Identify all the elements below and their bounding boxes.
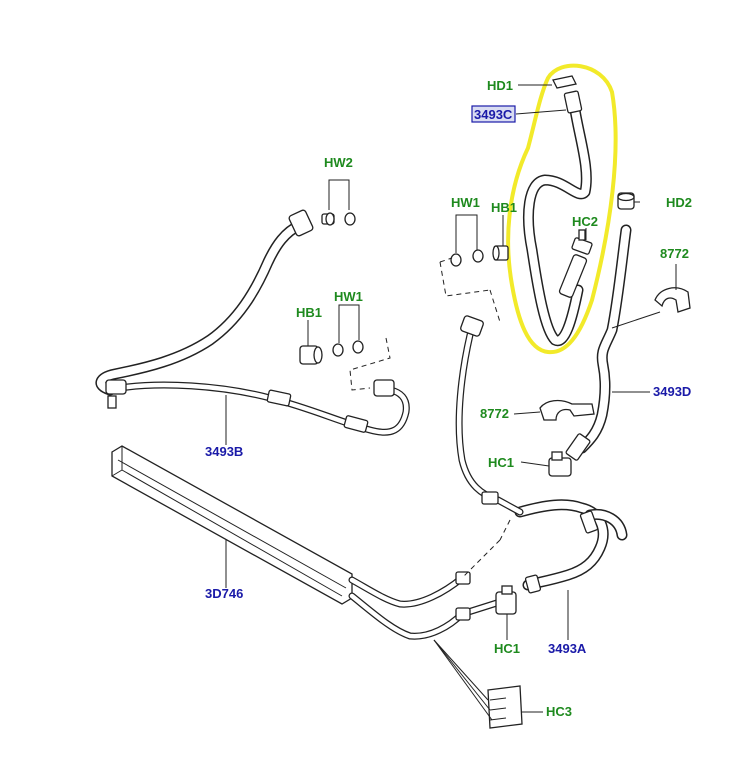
clip-hc1-bot — [495, 585, 517, 615]
clip-hc2 — [571, 229, 593, 255]
label-3493b: 3493B — [205, 444, 243, 459]
label-3493c-box — [471, 105, 516, 123]
label-hc1-mid: HC1 — [488, 455, 514, 470]
highlight-outline — [506, 63, 618, 355]
label-hw2: HW2 — [324, 155, 353, 170]
label-hd2: HD2 — [666, 195, 692, 210]
leader-lines — [225, 84, 677, 721]
label-hw1-top: HW1 — [451, 195, 480, 210]
dashed-lines — [349, 257, 511, 579]
label-hb1-mid: HB1 — [296, 305, 322, 320]
hose-3493c — [523, 75, 592, 347]
label-3493d: 3493D — [653, 384, 691, 399]
hose-3493d — [565, 224, 661, 461]
label-8772-mid: 8772 — [480, 406, 509, 421]
label-hd1: HD1 — [487, 78, 513, 93]
clip-hc3 — [487, 685, 523, 729]
bracket-8772-top — [654, 287, 691, 313]
label-hc2: HC2 — [572, 214, 598, 229]
clip-hc1-mid — [548, 451, 572, 477]
cooler-3d746 — [111, 445, 353, 605]
washers-hw1-mid — [332, 340, 364, 357]
label-8772-top: 8772 — [660, 246, 689, 261]
label-hw1-mid: HW1 — [334, 289, 363, 304]
bolt-hb1-top — [492, 245, 509, 261]
connector-hd2 — [617, 192, 635, 210]
label-hc3: HC3 — [546, 704, 572, 719]
washers-hw1-top — [450, 249, 484, 267]
label-3493c: 3493C — [474, 107, 513, 122]
bracket-8772-mid — [539, 399, 595, 421]
label-3493a: 3493A — [548, 641, 587, 656]
bolt-hb1-mid — [299, 345, 323, 365]
pipe-center — [455, 315, 524, 516]
washers-hw2 — [321, 212, 356, 226]
cooler-pipes — [348, 571, 504, 640]
hose-3493a — [514, 499, 628, 594]
label-3d746: 3D746 — [205, 586, 243, 601]
hose-3493b — [95, 209, 410, 436]
label-hb1-top: HB1 — [491, 200, 517, 215]
callout-labels: HD1 3493C HD2 HW2 HW1 HB1 HC2 8772 HB1 H… — [205, 78, 692, 719]
label-hc1-bot: HC1 — [494, 641, 520, 656]
